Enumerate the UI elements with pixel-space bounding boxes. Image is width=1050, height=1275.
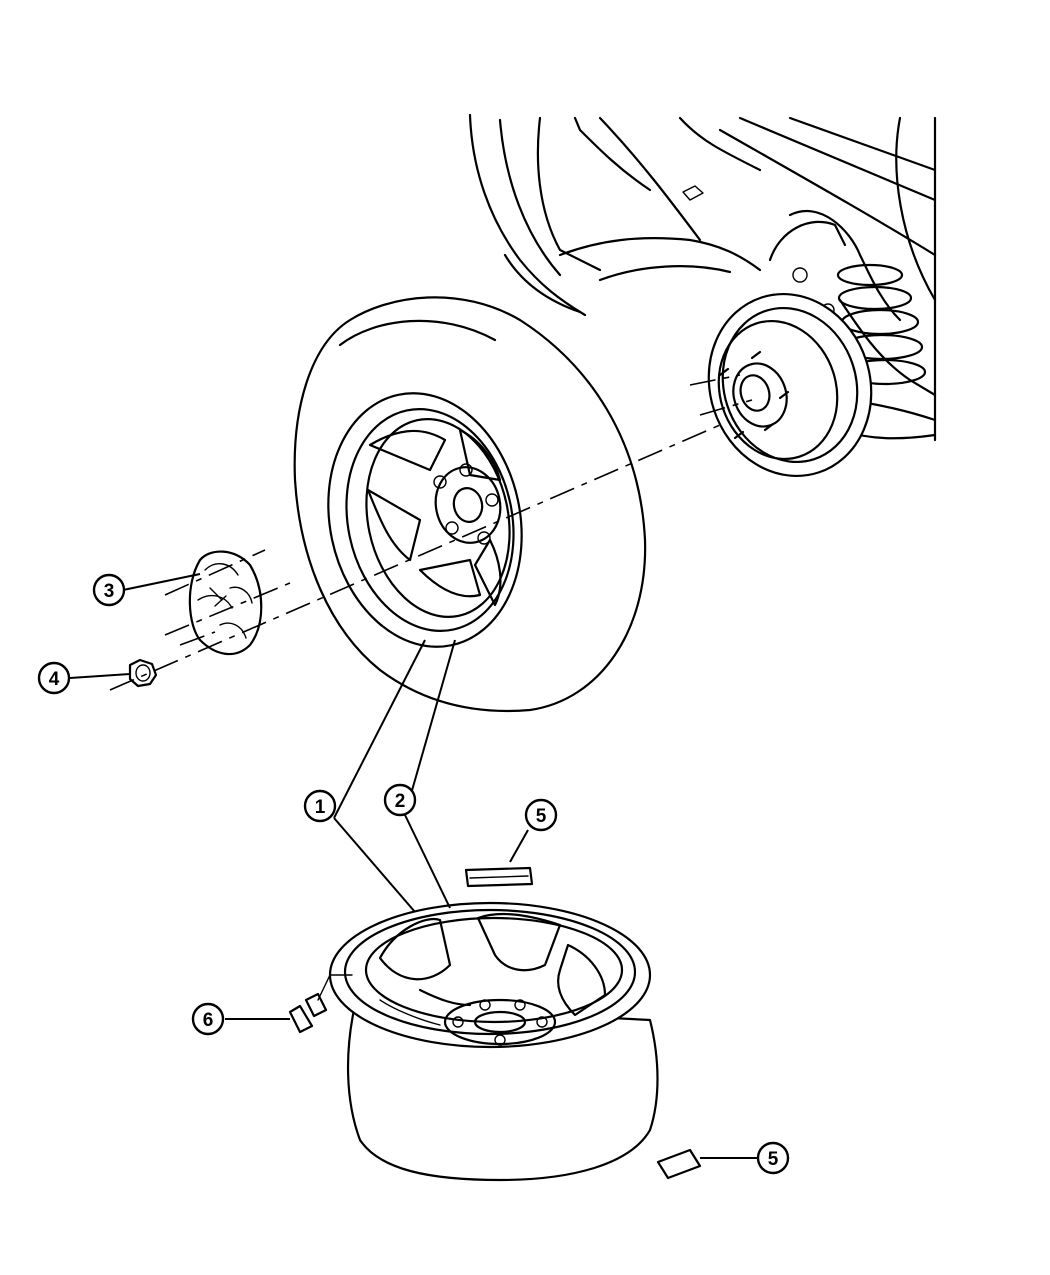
callout-4-label: 4 (49, 669, 60, 690)
brake-rotor-hub (707, 292, 873, 478)
lug-nut (128, 658, 158, 688)
suspension-coil-spring (768, 209, 937, 440)
callout-3: 3 (92, 573, 126, 607)
callout-1-label: 1 (315, 797, 326, 818)
wheel-weight-top (464, 866, 534, 888)
callout-2: 2 (383, 783, 417, 817)
callout-5-bottom-label: 5 (768, 1149, 779, 1170)
leader-lines (69, 573, 758, 1159)
callout-4: 4 (37, 661, 71, 695)
spare-wheel (328, 901, 659, 1182)
callout-5-top-label: 5 (536, 806, 547, 827)
callout-1: 1 (303, 789, 337, 823)
callout-5-top: 5 (524, 798, 558, 832)
callout-2-label: 2 (395, 791, 406, 812)
callout-5-bottom: 5 (756, 1141, 790, 1175)
callout-6-label: 6 (203, 1010, 214, 1031)
valve-stem (288, 974, 353, 1034)
centerlines (109, 374, 753, 691)
callout-6: 6 (191, 1002, 225, 1036)
callout-3-label: 3 (104, 581, 115, 602)
vehicle-fender (468, 113, 937, 442)
wheel-weight-bottom (656, 1148, 702, 1180)
center-cap (188, 550, 263, 656)
